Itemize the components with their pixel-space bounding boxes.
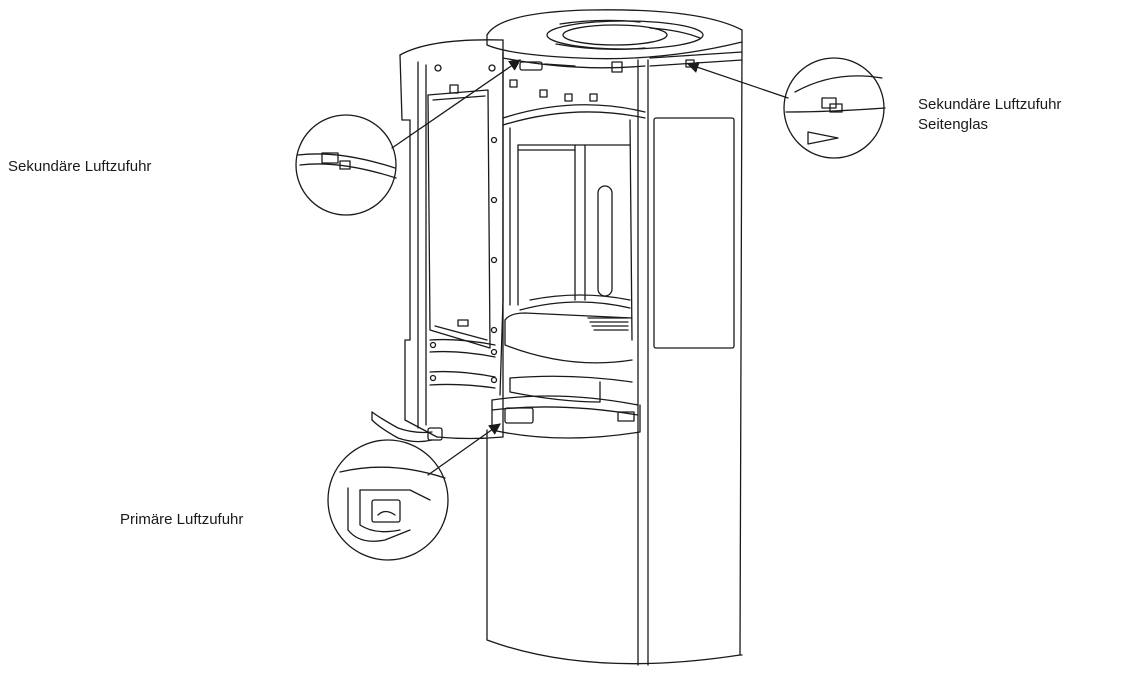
stove-body bbox=[486, 41, 743, 666]
callout-primary-air bbox=[327, 423, 501, 561]
label-primary-air: Primäre Luftzufuhr bbox=[120, 511, 244, 528]
lower-front-panels bbox=[491, 312, 641, 439]
top-vents bbox=[502, 51, 743, 102]
open-door bbox=[371, 39, 504, 443]
side-glass-window bbox=[653, 117, 735, 349]
label-secondary-air-side-glass: Sekundäre Luftzufuhr Seitenglas bbox=[918, 95, 1061, 135]
stove-top-lid bbox=[486, 9, 743, 60]
callout-secondary-air-left bbox=[295, 59, 521, 216]
label-secondary-air-side-glass-line1: Sekundäre Luftzufuhr bbox=[918, 96, 1062, 113]
label-secondary-air-side-glass-line2: Seitenglas bbox=[918, 116, 989, 133]
callout-secondary-air-side-glass bbox=[686, 57, 886, 159]
label-secondary-air: Sekundäre Luftzufuhr bbox=[8, 158, 152, 175]
combustion-chamber bbox=[509, 119, 633, 341]
